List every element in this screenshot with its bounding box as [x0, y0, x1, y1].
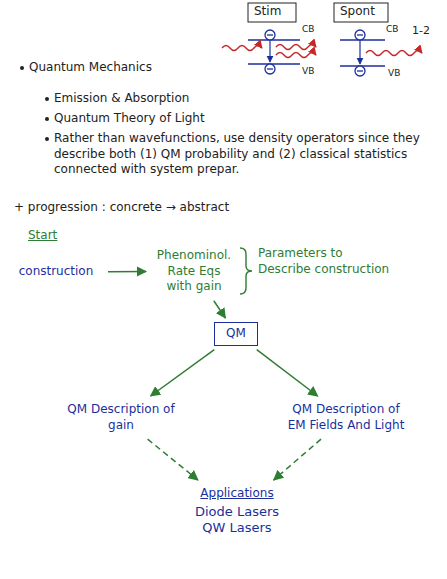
node-text: QM Description of gain: [66, 402, 176, 433]
concept-node: Phenominol. Rate Eqs with gain: [150, 246, 238, 297]
concept-node: QM Description of gain: [62, 400, 180, 435]
note-text: Quantum Mechanics: [29, 60, 152, 76]
bullet: [45, 137, 49, 141]
flow-arrow: [214, 301, 226, 318]
note-text: Emission & Absorption: [54, 91, 189, 107]
bullet: [20, 66, 24, 70]
flow-arrow: [151, 350, 215, 396]
band-label: CB: [386, 24, 398, 36]
node-text: QM: [219, 326, 253, 342]
concept-node: QM Description of EM Fields And Light: [282, 400, 410, 435]
band-label: VB: [388, 68, 400, 80]
node-text: construction: [12, 264, 100, 280]
node-text: Applications: [186, 486, 288, 502]
stim-band-diagram: [222, 30, 316, 74]
flow-arrow: [148, 439, 198, 480]
note-text: Quantum Theory of Light: [54, 111, 205, 127]
band-label: VB: [302, 66, 314, 78]
bullet: [45, 117, 49, 121]
spont-band-diagram: [340, 30, 422, 76]
flow-arrow: [257, 350, 318, 396]
qm-box: QM: [214, 322, 258, 346]
concept-node: construction: [8, 262, 104, 282]
panel-title: Stim: [254, 4, 281, 20]
note-text: Start: [28, 228, 57, 244]
node-text: Phenominol. Rate Eqs with gain: [154, 248, 234, 295]
page-number: 1-2: [412, 24, 430, 38]
band-label: CB: [302, 24, 314, 36]
node-text: Diode Lasers: [186, 504, 288, 521]
label-frame: [248, 3, 296, 22]
flow-arrow: [108, 271, 146, 273]
flow-arrow: [274, 439, 321, 480]
curly-brace: [240, 248, 252, 294]
note-text: Rather than wavefunctions, use density o…: [54, 131, 439, 178]
panel-title: Spont: [340, 4, 375, 20]
node-text: QM Description of EM Fields And Light: [286, 402, 406, 433]
concept-node: ApplicationsDiode LasersQW Lasers: [182, 484, 292, 539]
bullet: [45, 97, 49, 101]
node-text: QW Lasers: [186, 520, 288, 537]
note-text: Parameters to Describe construction: [258, 246, 398, 277]
note-text: + progression : concrete → abstract: [14, 200, 229, 216]
label-frame: [334, 3, 388, 22]
